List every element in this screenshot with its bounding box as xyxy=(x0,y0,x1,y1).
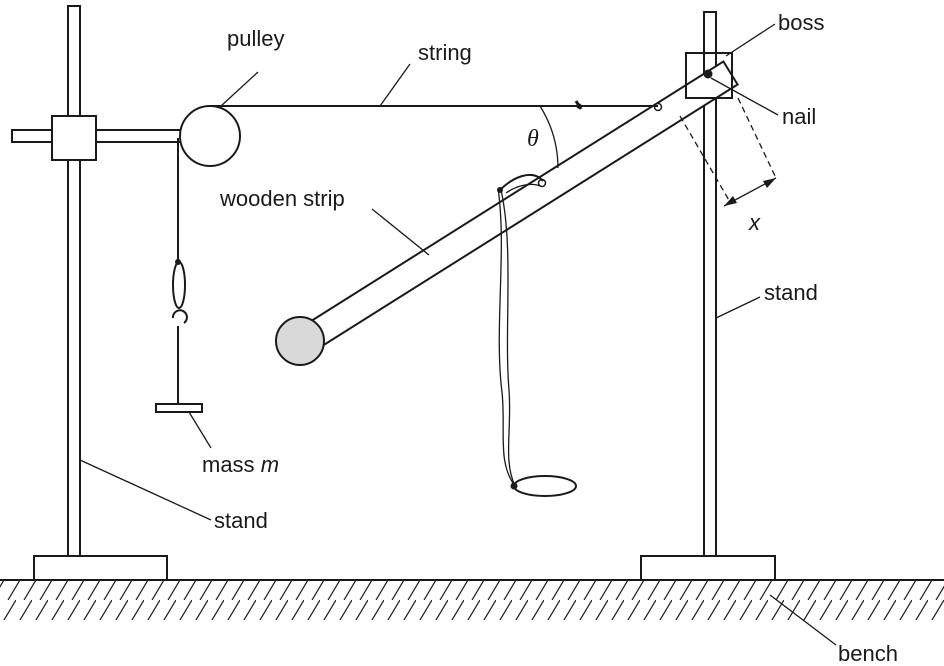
string xyxy=(210,100,658,110)
boss-label: boss xyxy=(778,10,824,35)
thread-loop xyxy=(497,173,577,497)
bench xyxy=(0,579,944,620)
wooden-strip-label: wooden strip xyxy=(219,186,345,211)
right-stand xyxy=(640,11,776,581)
hanging-mass xyxy=(155,138,203,413)
mass-prefix: mass xyxy=(202,452,261,477)
pulley-label: pulley xyxy=(227,26,284,51)
stand-left-label: stand xyxy=(214,508,268,533)
wooden-strip xyxy=(275,60,739,366)
mass-label: mass m xyxy=(202,452,279,477)
leader-lines xyxy=(79,23,837,646)
boss xyxy=(685,52,733,99)
stand-right-label: stand xyxy=(764,280,818,305)
nail-label: nail xyxy=(782,104,816,129)
bench-label: bench xyxy=(838,641,898,666)
nail xyxy=(703,69,713,79)
string-label: string xyxy=(418,40,472,65)
angle-arc xyxy=(539,105,559,169)
left-stand xyxy=(33,5,168,581)
clamp-rod xyxy=(11,115,209,161)
pulley xyxy=(179,105,241,167)
dimension-x xyxy=(679,97,777,207)
mass-symbol: m xyxy=(261,452,279,477)
theta-label: θ xyxy=(527,126,539,152)
x-label: x xyxy=(748,210,761,235)
